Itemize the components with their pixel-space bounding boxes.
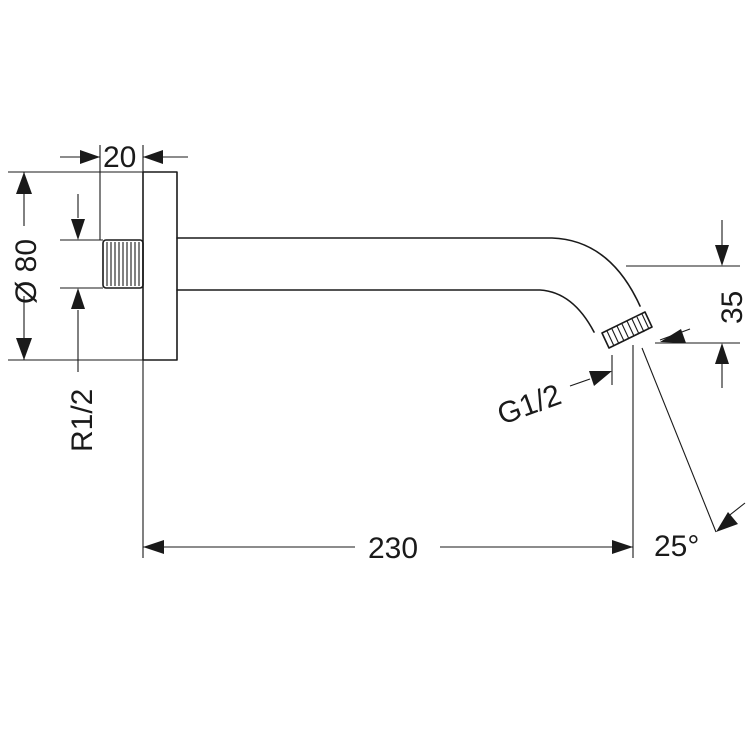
dimension-outlet-drop: 35 bbox=[626, 220, 749, 388]
shower-arm bbox=[176, 237, 641, 333]
dimension-arm-length: 230 bbox=[142, 345, 634, 565]
dimension-outlet-thread: G1/2 bbox=[493, 328, 691, 432]
inlet-thread-label: R1/2 bbox=[66, 389, 99, 452]
inlet-thread bbox=[102, 239, 144, 289]
dimension-inlet-thread: R1/2 bbox=[60, 194, 103, 452]
outlet-drop-label: 35 bbox=[716, 291, 749, 324]
dimension-outlet-angle: 25° bbox=[641, 347, 746, 563]
wall-flange bbox=[142, 171, 178, 361]
arm-length-label: 230 bbox=[368, 532, 418, 565]
flange-thickness-label: 20 bbox=[103, 141, 136, 174]
outlet-thread-label: G1/2 bbox=[493, 378, 565, 431]
outlet-thread bbox=[601, 311, 653, 349]
flange-diameter-label: Ø 80 bbox=[10, 239, 43, 304]
dimension-flange-diameter: Ø 80 bbox=[8, 171, 143, 361]
outlet-angle-label: 25° bbox=[654, 530, 699, 563]
dimension-flange-thickness: 20 bbox=[60, 141, 188, 240]
